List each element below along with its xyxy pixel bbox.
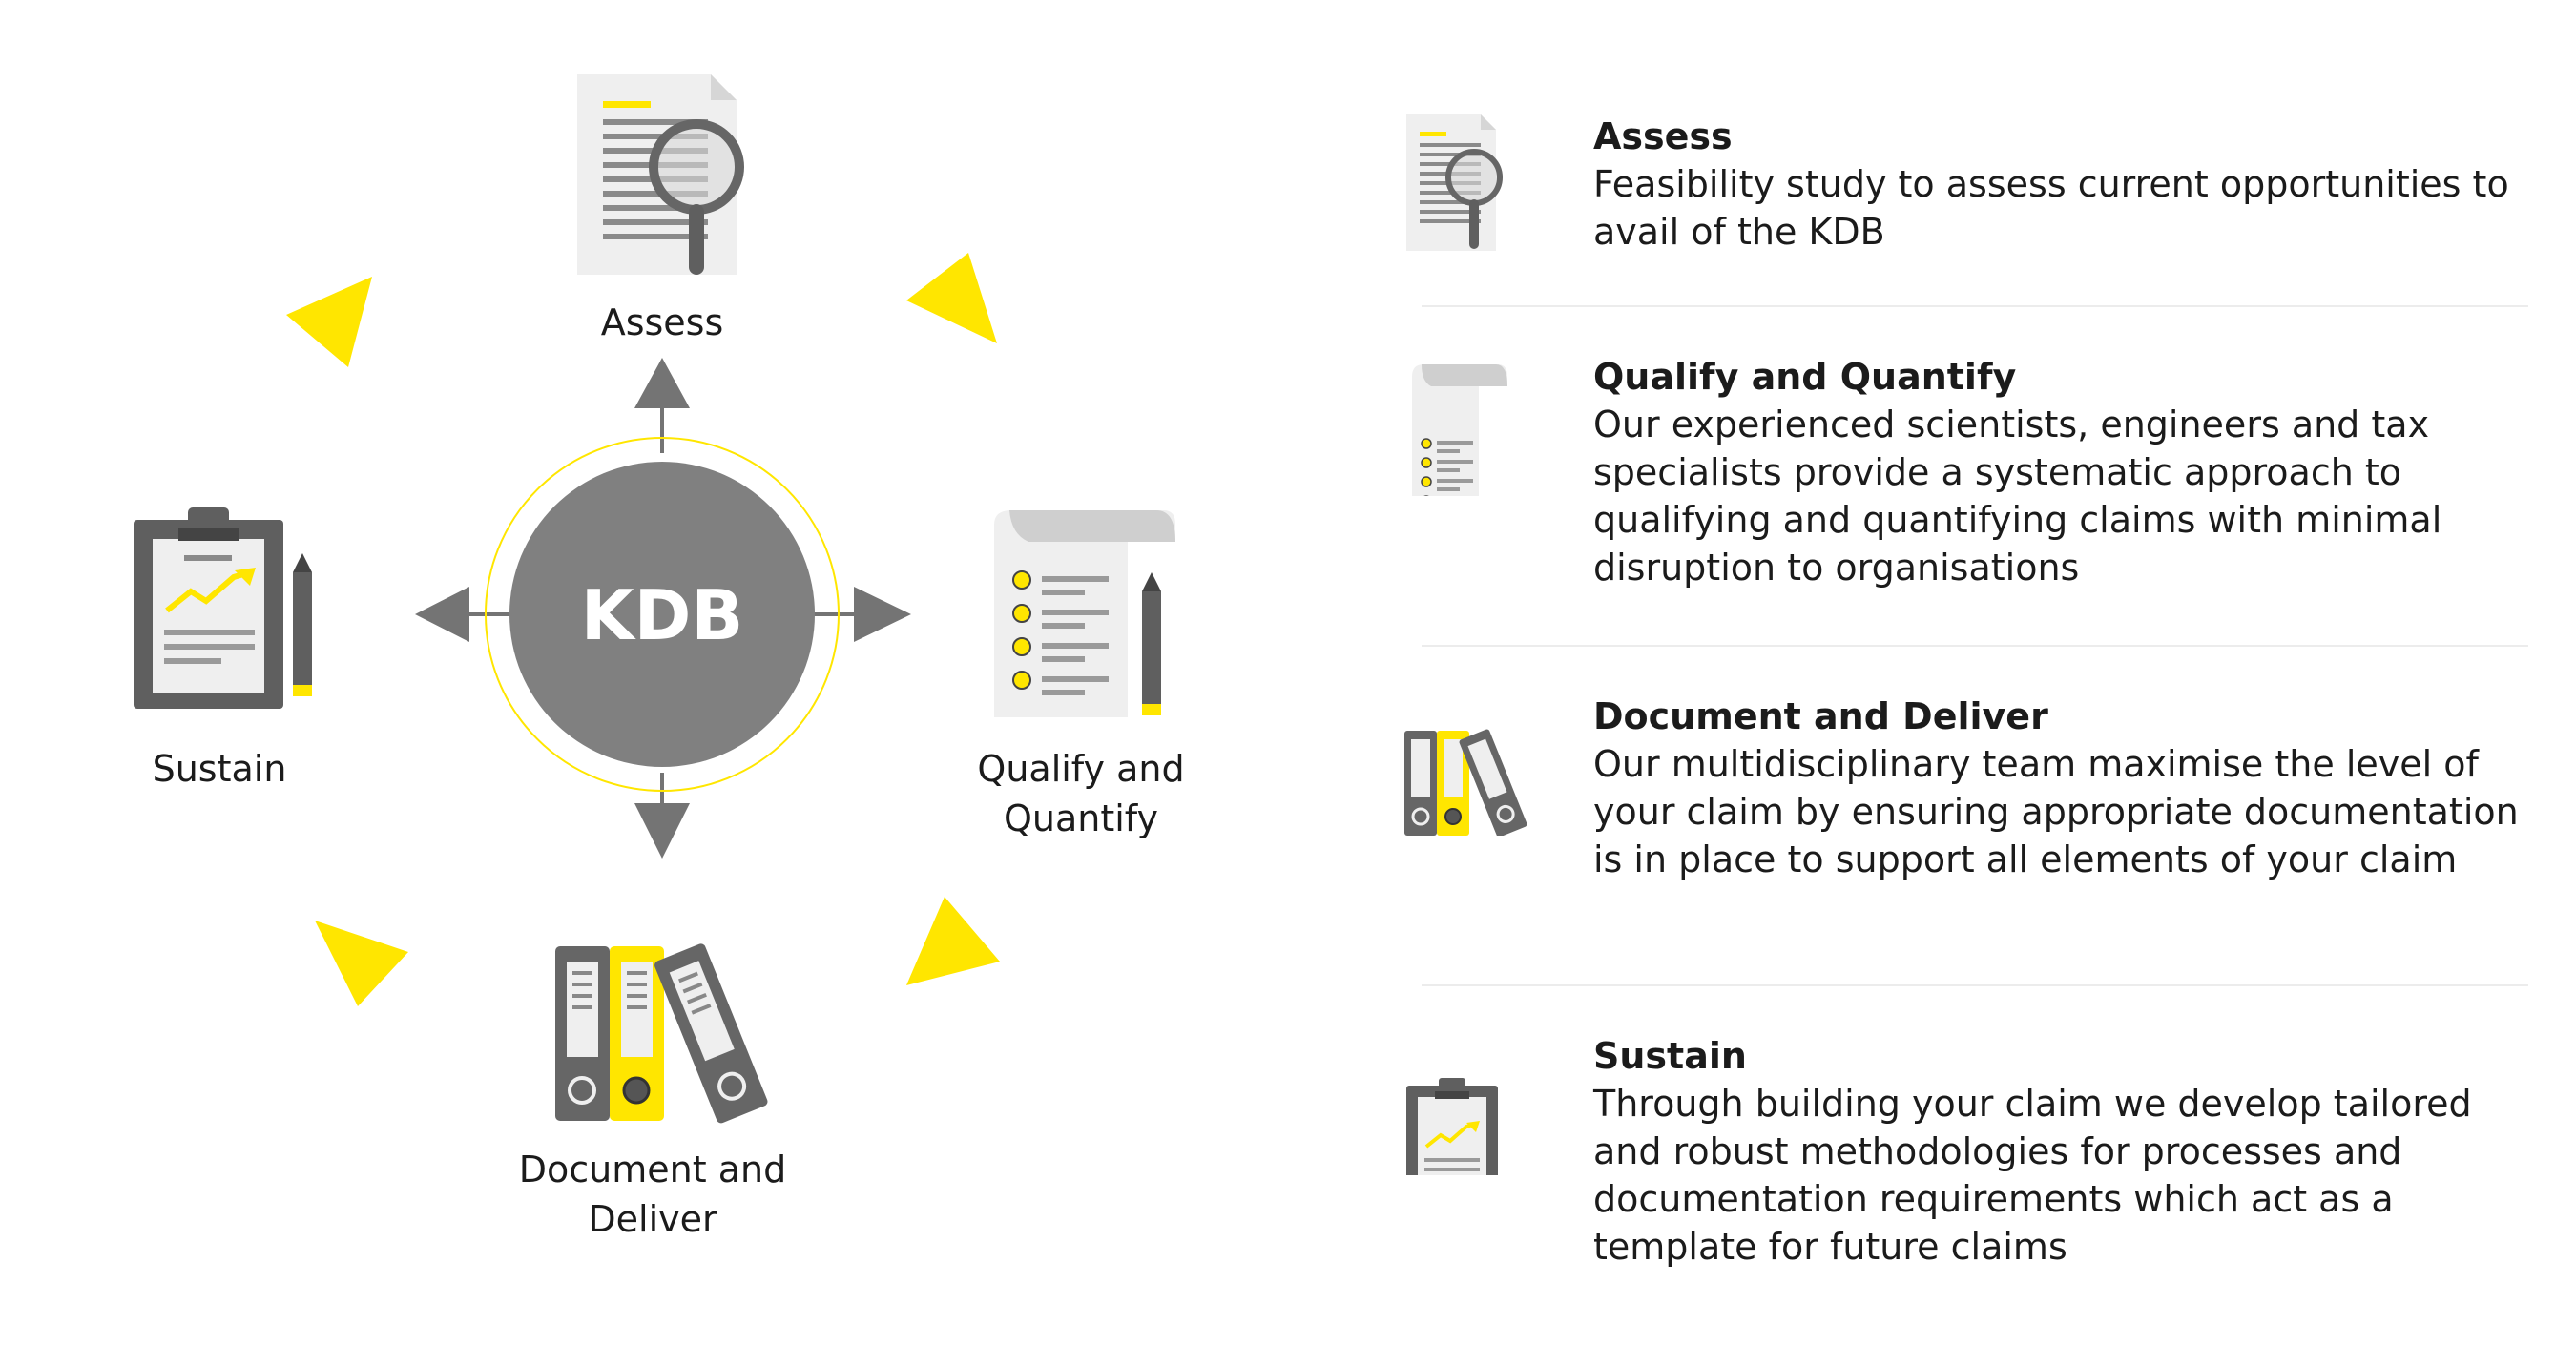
center-label: KDB: [581, 575, 743, 655]
entry-body-qualify: Our experienced scientists, engineers an…: [1593, 404, 2442, 589]
cycle-triangle-top-left: [286, 277, 372, 367]
cycle-triangle-bottom-left: [315, 921, 408, 1006]
arrow-up: [634, 358, 690, 453]
center-circle: [509, 462, 815, 767]
entry-title-qualify: Qualify and Quantify: [1593, 356, 2017, 398]
cycle-triangle-top-right: [906, 253, 997, 343]
entry-body-document: Our multidisciplinary team maximise the …: [1593, 743, 2519, 880]
entry-title-sustain: Sustain: [1593, 1035, 1747, 1077]
clipboard-chart-icon: [134, 507, 312, 709]
document-magnifier-icon: [577, 74, 744, 275]
binders-icon: [1404, 729, 1527, 836]
entry-title-assess: Assess: [1593, 115, 1733, 157]
document-magnifier-icon: [1406, 114, 1503, 251]
checklist-pencil-icon: [1412, 364, 1507, 496]
divider: [1422, 984, 2528, 986]
cycle-label-document: Document and Deliver: [518, 1149, 787, 1240]
arrow-down: [634, 773, 690, 859]
cycle-triangle-bottom-right: [906, 897, 1000, 985]
entry-body-assess: Feasibility study to assess current oppo…: [1593, 163, 2509, 253]
cycle-label-assess: Assess: [600, 301, 724, 343]
arrow-left: [415, 587, 512, 642]
cycle-label-sustain: Sustain: [152, 748, 287, 790]
binders-icon: [555, 943, 768, 1124]
divider: [1422, 305, 2528, 307]
entry-body-sustain: Through building your claim we develop t…: [1593, 1083, 2472, 1268]
cycle-label-qualify: Qualify and Quantify: [977, 748, 1185, 839]
center-ring: [485, 437, 840, 792]
entry-title-document: Document and Deliver: [1593, 695, 2048, 737]
divider: [1422, 645, 2528, 647]
clipboard-chart-icon: [1406, 1078, 1498, 1175]
checklist-pencil-icon: [994, 510, 1175, 717]
arrow-right: [813, 587, 911, 642]
kdb-cycle-diagram: KDB: [134, 74, 1175, 1124]
